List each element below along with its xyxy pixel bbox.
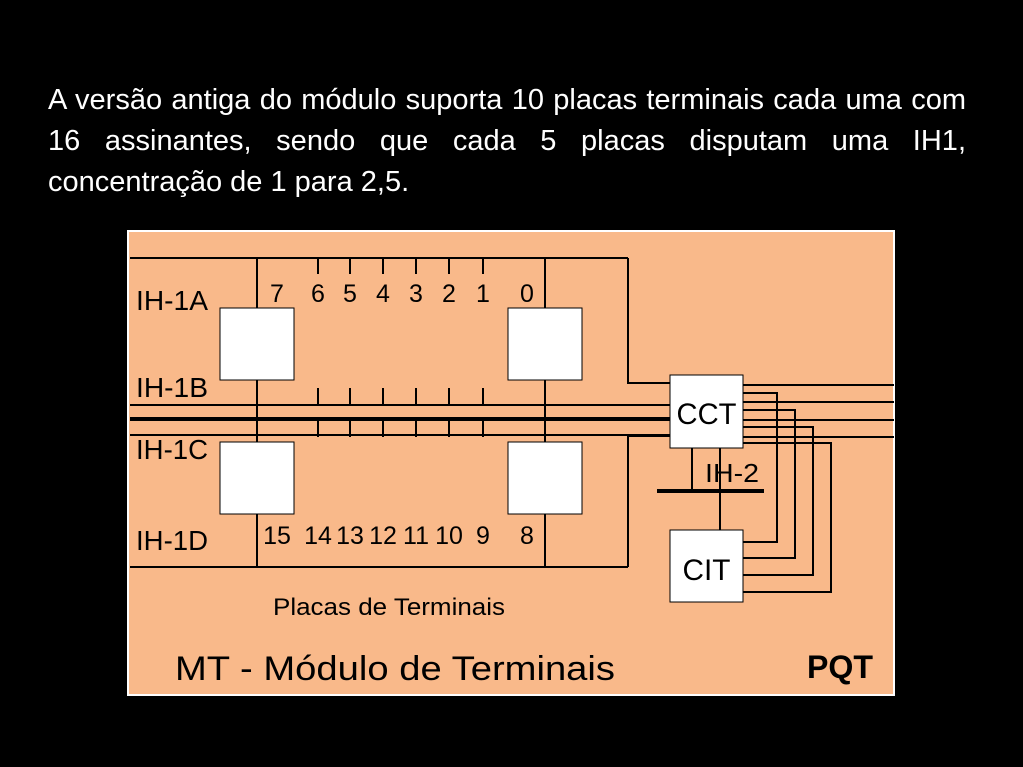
slot-number-top: 7 [270,280,284,308]
slot-number-bottom: 15 [263,522,291,550]
ih2-bar [657,489,764,493]
slot-number-top: 5 [343,280,357,308]
label-ih1c: IH-1C [136,434,208,465]
slot-number-bottom: 12 [369,522,397,550]
terminal-cards [219,307,744,603]
slot-number-top: 1 [476,280,490,308]
label-ih1a: IH-1A [136,285,208,316]
label-ih1d: IH-1D [136,525,208,556]
cct-cit-link-1 [743,392,778,543]
module-title: MT - Módulo de Terminais [175,650,615,688]
slot-number-top: 0 [520,280,534,308]
slot-number-top: 2 [442,280,456,308]
bus-lines [130,257,894,593]
slot-number-bottom: 11 [403,522,429,550]
slot-number-bottom: 10 [435,522,463,550]
card-box-top-left [219,307,295,381]
bus-ih1a-to-cct [627,258,670,384]
slot-number-top: 4 [376,280,390,308]
cit-label: CIT [683,554,731,587]
pqt-label: PQT [807,649,873,685]
cct-cit-link-4 [743,442,832,593]
slot-number-bottom: 8 [520,522,534,550]
terminal-module-diagram: IH-1A IH-1B IH-1C IH-1D 7 6 5 4 3 2 1 0 … [127,230,895,696]
cct-label: CCT [677,398,737,431]
cards-caption: Placas de Terminais [273,594,505,621]
card-box-bottom-right [507,441,583,515]
bus-ih1d-to-cct [627,435,670,567]
slot-number-top: 3 [409,280,423,308]
cct-cit-link-2 [743,409,796,559]
ih2-label: IH-2 [705,458,759,488]
slot-number-bottom: 14 [304,522,332,550]
intro-text: A versão antiga do módulo suporta 10 pla… [48,84,966,198]
label-ih1b: IH-1B [136,372,208,403]
card-box-bottom-left [219,441,295,515]
cit-box [669,529,744,603]
slot-number-bottom: 13 [336,522,364,550]
slot-number-bottom: 9 [476,522,490,550]
cct-box [669,374,744,449]
card-box-top-right [507,307,583,381]
cct-cit-link-3 [743,426,814,576]
slot-ticks [317,258,484,437]
slot-number-top: 6 [311,280,325,308]
